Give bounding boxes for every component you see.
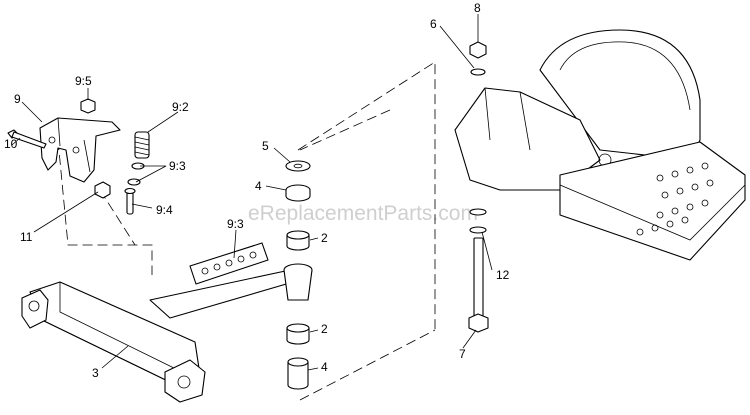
footplate bbox=[559, 141, 746, 261]
callout-5: 5 bbox=[262, 139, 269, 153]
footplate-holes bbox=[636, 162, 714, 236]
callout-9-3a: 9:3 bbox=[169, 159, 186, 173]
bolt-10 bbox=[7, 129, 47, 149]
callout-4b: 4 bbox=[321, 360, 328, 374]
callout-9: 9 bbox=[14, 92, 21, 106]
callout-6: 6 bbox=[430, 17, 437, 31]
washer-6 bbox=[470, 68, 486, 76]
bracket-assembly bbox=[39, 117, 121, 183]
callout-9-3b: 9:3 bbox=[227, 217, 244, 231]
callout-7: 7 bbox=[459, 347, 466, 361]
callout-8: 8 bbox=[474, 1, 481, 15]
axle-arm-assembly bbox=[21, 263, 313, 403]
callout-9-5: 9:5 bbox=[75, 74, 92, 88]
callout-9-2: 9:2 bbox=[172, 100, 189, 114]
callout-2b: 2 bbox=[321, 322, 328, 336]
washer-4-upper bbox=[285, 184, 311, 202]
callout-4a: 4 bbox=[255, 179, 262, 193]
callout-12: 12 bbox=[496, 268, 510, 282]
bolt-7 bbox=[468, 237, 489, 333]
callout-labels: 9:5 9 9:2 10 9:3 9:4 11 9:3 5 4 2 2 4 3 … bbox=[4, 1, 510, 380]
callout-10: 10 bbox=[4, 137, 18, 151]
decal-9-3 bbox=[189, 242, 269, 285]
pin-9-4 bbox=[124, 187, 136, 215]
bushing-4-lower bbox=[287, 357, 309, 390]
leader-lines bbox=[11, 14, 493, 371]
washer-5 bbox=[285, 160, 311, 172]
spring-9-2 bbox=[134, 131, 150, 159]
watermark-text: eReplacementParts.com bbox=[248, 202, 478, 225]
washer-12 bbox=[469, 208, 487, 234]
nut-11 bbox=[94, 181, 111, 199]
bushing-2-upper bbox=[286, 230, 310, 251]
caster-wheel bbox=[539, 29, 701, 161]
nut-8 bbox=[469, 41, 487, 59]
nut-9-5 bbox=[80, 98, 96, 114]
assembly-dashed-lines bbox=[57, 61, 651, 401]
callout-11: 11 bbox=[20, 230, 33, 244]
washers-9-3 bbox=[127, 162, 145, 186]
callout-2a: 2 bbox=[321, 231, 328, 245]
caster-fork-bracket bbox=[454, 87, 612, 191]
callout-9-4: 9:4 bbox=[156, 203, 173, 217]
callout-3: 3 bbox=[92, 366, 99, 380]
bushing-2-lower bbox=[286, 323, 310, 345]
